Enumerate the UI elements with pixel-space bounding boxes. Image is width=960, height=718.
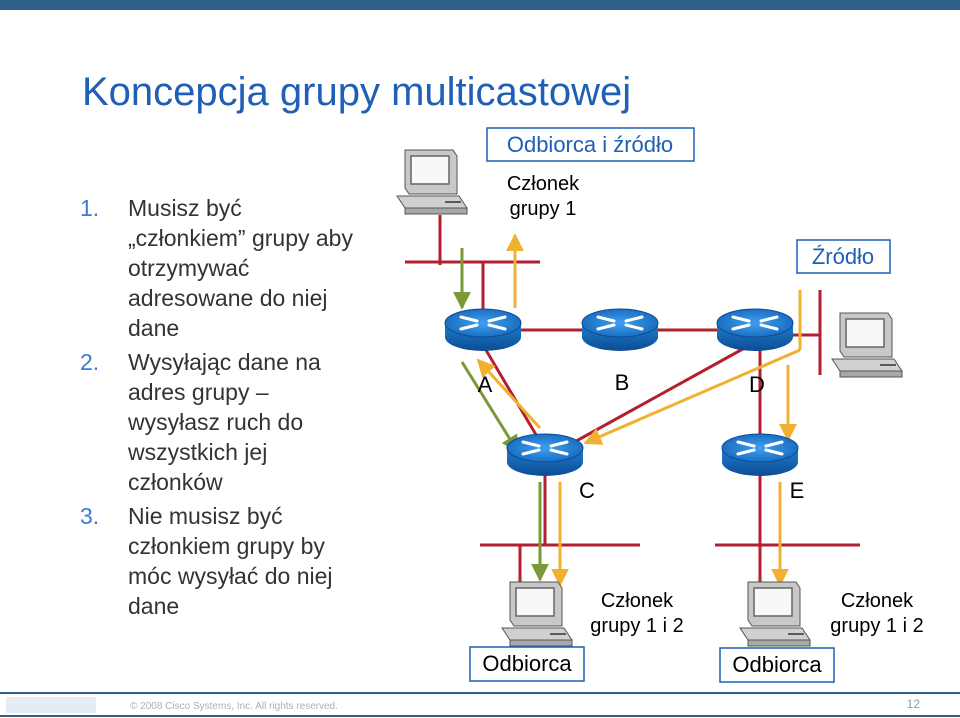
list-line: otrzymywać xyxy=(128,255,250,281)
receiver-right-label: Odbiorca xyxy=(732,652,822,677)
router-e-icon xyxy=(720,432,800,478)
computer-icon xyxy=(831,312,903,378)
list-line: członków xyxy=(128,469,223,495)
router-d-icon xyxy=(715,307,795,353)
computer-icon xyxy=(501,581,573,647)
green-arrows xyxy=(453,248,549,582)
footer-logo-area xyxy=(6,697,96,713)
router-a-icon xyxy=(443,307,523,353)
list-line: „członkiem” grupy aby xyxy=(128,225,353,251)
list-number: 3. xyxy=(80,503,100,529)
member1-line2: grupy 1 xyxy=(510,198,577,220)
network-links xyxy=(405,215,860,590)
member12-right-line2: grupy 1 i 2 xyxy=(830,615,923,637)
list-line: dane xyxy=(128,315,180,341)
router-d-label: D xyxy=(749,372,765,397)
receiver-left-box xyxy=(469,646,585,682)
list-item-2: 2. Wysyłając dane na adres grupy – wysył… xyxy=(80,347,410,497)
router-c-icon xyxy=(505,432,585,478)
page-number: 12 xyxy=(906,697,920,711)
receiver-right-box xyxy=(719,647,835,683)
router-c-label: C xyxy=(579,478,595,503)
orange-arrows xyxy=(476,233,802,587)
computer-icon xyxy=(396,149,468,215)
list-item-1: 1. Musisz być „członkiem” grupy aby otrz… xyxy=(80,193,410,343)
copyright-text: © 2008 Cisco Systems, Inc. All rights re… xyxy=(130,701,339,712)
bullet-list: 1. Musisz być „członkiem” grupy aby otrz… xyxy=(80,193,410,625)
computer-icon xyxy=(739,581,811,647)
list-line: dane xyxy=(128,593,180,619)
header-label: Odbiorca i źródło xyxy=(507,132,673,157)
router-a-label: A xyxy=(478,372,493,397)
router-b-label: B xyxy=(615,370,630,395)
list-line: adres grupy – xyxy=(128,379,269,405)
list-line: Nie musisz być xyxy=(128,503,283,529)
member1-line1: Członek xyxy=(507,173,580,195)
header-label-box xyxy=(486,127,695,162)
list-line: móc wysyłać do niej xyxy=(128,563,333,589)
member12-right-line1: Członek xyxy=(841,590,914,612)
source-label: Źródło xyxy=(812,244,874,269)
member12-left-line2: grupy 1 i 2 xyxy=(590,615,683,637)
slide-title: Koncepcja grupy multicastowej xyxy=(82,70,632,114)
list-line: adresowane do niej xyxy=(128,285,328,311)
list-item-3: 3. Nie musisz być członkiem grupy by móc… xyxy=(80,501,410,621)
list-line: wszystkich jej xyxy=(128,439,268,465)
list-line: Musisz być xyxy=(128,195,242,221)
router-b-icon xyxy=(580,307,660,353)
list-line: członkiem grupy by xyxy=(128,533,325,559)
list-number: 1. xyxy=(80,195,100,221)
list-number: 2. xyxy=(80,349,100,375)
top-bar xyxy=(0,0,960,10)
router-e-label: E xyxy=(790,478,805,503)
source-label-box xyxy=(796,239,891,274)
member12-left-line1: Członek xyxy=(601,590,674,612)
list-line: wysyłasz ruch do xyxy=(128,409,304,435)
list-line: Wysyłając dane na xyxy=(128,349,321,375)
receiver-left-label: Odbiorca xyxy=(482,651,572,676)
